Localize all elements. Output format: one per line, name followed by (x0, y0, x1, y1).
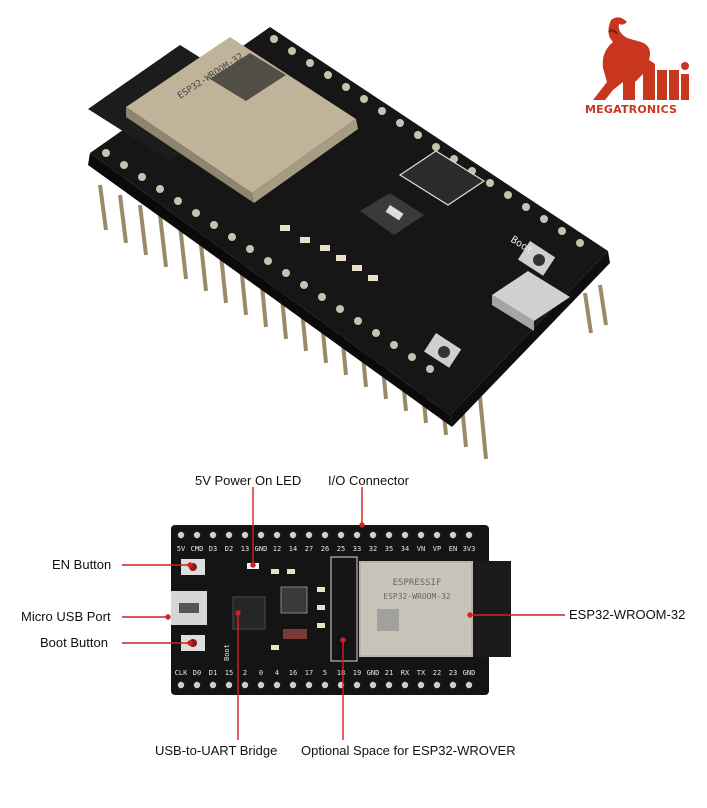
svg-text:GND: GND (463, 669, 476, 677)
callout-wrover-space: Optional Space for ESP32-WROVER (301, 743, 516, 758)
callout-boot-button: Boot Button (40, 635, 108, 650)
svg-text:EN: EN (449, 545, 457, 553)
svg-text:GND: GND (255, 545, 268, 553)
callout-uart-bridge: USB-to-UART Bridge (155, 743, 278, 758)
svg-text:0: 0 (259, 669, 263, 677)
module-brand: ESPRESSIF (393, 578, 442, 588)
svg-text:CMD: CMD (191, 545, 204, 553)
module-model: ESP32-WROOM-32 (383, 592, 451, 601)
svg-text:GND: GND (367, 669, 380, 677)
svg-text:15: 15 (225, 669, 233, 677)
svg-text:VP: VP (433, 545, 441, 553)
svg-text:34: 34 (401, 545, 409, 553)
callout-power-led: 5V Power On LED (195, 473, 302, 488)
svg-text:D2: D2 (225, 545, 233, 553)
svg-text:4: 4 (275, 669, 279, 677)
svg-text:33: 33 (353, 545, 361, 553)
svg-text:D3: D3 (209, 545, 217, 553)
callout-micro-usb: Micro USB Port (21, 609, 111, 624)
svg-text:14: 14 (289, 545, 297, 553)
svg-text:18: 18 (337, 669, 345, 677)
svg-text:35: 35 (385, 545, 393, 553)
svg-text:D1: D1 (209, 669, 217, 677)
svg-text:CLK: CLK (175, 669, 188, 677)
svg-text:5V: 5V (177, 545, 186, 553)
svg-text:TX: TX (417, 669, 426, 677)
svg-text:21: 21 (385, 669, 393, 677)
svg-text:3V3: 3V3 (463, 545, 476, 553)
svg-text:2: 2 (243, 669, 247, 677)
pin-labels-bottom: CLK D0 D1 15 2 0 4 16 17 5 18 19 GND 21 RX TX 22… (175, 669, 476, 677)
boot-silk-label: Boot (223, 644, 231, 661)
pin-labels-top: 5V CMD D3 D2 13 GND 12 14 27 26 25 33 32 35 34 V… (177, 545, 476, 553)
svg-text:32: 32 (369, 545, 377, 553)
svg-text:5: 5 (323, 669, 327, 677)
svg-text:25: 25 (337, 545, 345, 553)
svg-text:D0: D0 (193, 669, 201, 677)
board-photo-angled: ESP32-WROOM-32 Boot (88, 27, 610, 460)
svg-text:22: 22 (433, 669, 441, 677)
callout-io-connector: I/O Connector (328, 473, 409, 488)
svg-text:17: 17 (305, 669, 313, 677)
callout-esp32-wroom: ESP32-WROOM-32 (569, 607, 686, 622)
svg-text:RX: RX (401, 669, 410, 677)
svg-text:26: 26 (321, 545, 329, 553)
megatronics-logo (583, 12, 693, 104)
svg-text:23: 23 (449, 669, 457, 677)
svg-text:VN: VN (417, 545, 425, 553)
svg-text:27: 27 (305, 545, 313, 553)
brand-name: MEGATRONICS (585, 103, 678, 116)
wrover-outline (330, 556, 358, 662)
svg-text:13: 13 (241, 545, 249, 553)
minotaur-logo-icon (593, 17, 689, 100)
svg-text:12: 12 (273, 545, 281, 553)
svg-text:19: 19 (353, 669, 361, 677)
callout-en-button: EN Button (52, 557, 112, 572)
svg-text:16: 16 (289, 669, 297, 677)
